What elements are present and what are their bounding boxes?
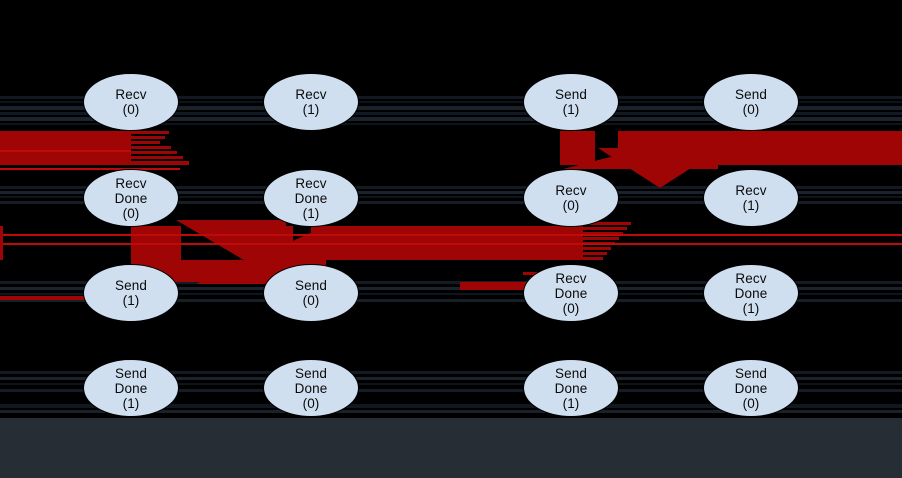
edge-bleed-line: [0, 168, 180, 170]
edge-smear-step: [131, 151, 177, 154]
graph-node[interactable]: Send Done (0): [263, 359, 359, 417]
edge-smear-step: [131, 161, 189, 165]
graph-node[interactable]: Send Done (1): [83, 359, 179, 417]
edge-smear-step: [131, 141, 160, 144]
graph-node[interactable]: Recv Done (1): [703, 264, 799, 322]
edge-smear-step: [583, 237, 619, 240]
edge-smear-band: [0, 296, 96, 300]
node-label-line2: Done: [114, 380, 148, 396]
edge-smear-step: [131, 156, 183, 159]
edge-smear-step: [131, 136, 165, 139]
node-label-line2: Done: [734, 380, 768, 396]
edge-smear-step: [583, 232, 623, 235]
node-label-line3: (1): [562, 395, 580, 411]
node-label-line2: (0): [122, 102, 140, 117]
edge-smear-band: [460, 282, 575, 290]
node-label-line1: Send: [115, 278, 147, 293]
node-label-line2: (0): [302, 293, 320, 308]
node-label-line1: Send: [735, 365, 767, 381]
node-label-line2: (0): [742, 102, 760, 117]
graph-node[interactable]: Recv (1): [703, 169, 799, 227]
edge-smear-step: [583, 227, 627, 230]
graph-node[interactable]: Send Done (1): [523, 359, 619, 417]
node-label-line3: (0): [122, 205, 140, 221]
edge-smear-band: [0, 226, 3, 260]
node-label-line3: (0): [562, 300, 580, 316]
node-label-line1: Recv: [115, 175, 147, 191]
node-label-line1: Recv: [295, 87, 327, 102]
node-label-line1: Send: [295, 278, 327, 293]
edge-smear-step: [646, 146, 716, 149]
edge-smear-step: [583, 222, 631, 225]
node-label-line1: Recv: [555, 270, 587, 286]
node-label-line1: Recv: [295, 175, 327, 191]
node-label-line2: Done: [554, 380, 588, 396]
node-label-line2: Done: [734, 285, 768, 301]
node-label-line1: Recv: [735, 270, 767, 286]
node-label-line3: (1): [122, 395, 140, 411]
node-label-line1: Recv: [735, 183, 767, 198]
edge-smear-step: [131, 131, 169, 134]
node-label-line1: Recv: [115, 87, 147, 102]
graph-node[interactable]: Send (0): [703, 73, 799, 131]
graph-node[interactable]: Recv Done (0): [83, 169, 179, 227]
graph-node[interactable]: Send (1): [523, 73, 619, 131]
node-label-line2: Done: [294, 380, 328, 396]
graph-node[interactable]: Recv (0): [83, 73, 179, 131]
edge-smear-step: [583, 247, 611, 250]
node-label-line3: (1): [742, 300, 760, 316]
node-label-line2: (1): [742, 198, 760, 213]
node-label-line2: (1): [562, 102, 580, 117]
edge-smear-step: [640, 140, 716, 143]
graph-node[interactable]: Recv (1): [263, 73, 359, 131]
node-label-line2: (1): [302, 102, 320, 117]
node-label-line2: Done: [294, 190, 328, 206]
node-label-line2: Done: [114, 190, 148, 206]
graph-node[interactable]: Send (0): [263, 264, 359, 322]
edge-smear-step: [131, 146, 171, 149]
node-label-line2: Done: [554, 285, 588, 301]
node-label-line2: (0): [562, 198, 580, 213]
edge-smear-step: [583, 252, 607, 255]
edge-smear-band: [0, 131, 131, 165]
node-label-line1: Recv: [555, 183, 587, 198]
edge-smear-step: [658, 158, 716, 161]
graph-node[interactable]: Send Done (0): [703, 359, 799, 417]
node-label-line2: (1): [122, 293, 140, 308]
node-label-line1: Send: [555, 365, 587, 381]
node-label-line3: (1): [302, 205, 320, 221]
node-label-line1: Send: [295, 365, 327, 381]
node-label-line1: Send: [115, 365, 147, 381]
edge-smear-step: [652, 152, 716, 155]
edge-bleed-line: [0, 243, 902, 245]
graph-node[interactable]: Recv Done (0): [523, 264, 619, 322]
edge-smear-step: [583, 257, 603, 260]
node-label-line1: Send: [555, 87, 587, 102]
node-label-line1: Send: [735, 87, 767, 102]
graph-node[interactable]: Recv (0): [523, 169, 619, 227]
edge-bleed-line: [0, 150, 131, 152]
edge-bleed-line: [0, 234, 902, 236]
node-label-line3: (0): [302, 395, 320, 411]
graph-node[interactable]: Recv Done (1): [263, 169, 359, 227]
graph-node[interactable]: Send (1): [83, 264, 179, 322]
bottom-bar: [0, 418, 902, 478]
node-label-line3: (0): [742, 395, 760, 411]
